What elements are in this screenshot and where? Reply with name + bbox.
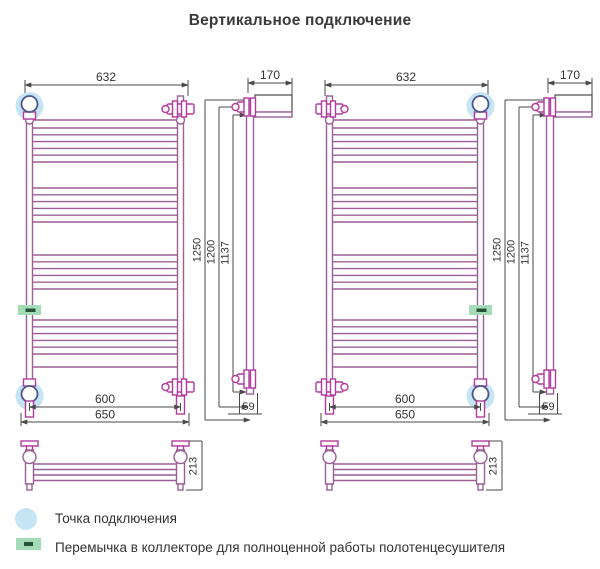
towel-rail-front-view [15,92,195,418]
dim-bottom-widths: 600 650 [20,392,190,426]
svg-text:1250: 1250 [192,238,204,262]
towel-rail-front-view [315,92,495,418]
svg-text:213: 213 [488,457,500,475]
svg-text:170: 170 [560,68,580,82]
svg-text:650: 650 [395,408,415,422]
side-view: 1250 1200 1137 170 59 [192,68,293,420]
svg-text:1137: 1137 [220,241,232,265]
svg-text:632: 632 [96,70,116,84]
svg-text:59: 59 [242,401,254,413]
dim-bottom-widths: 600 650 [320,392,490,426]
top-view: 213 [320,440,503,491]
connection-point-icon [15,508,37,530]
svg-text:600: 600 [95,392,115,406]
svg-text:632: 632 [396,70,416,84]
side-view: 1250 1200 1137 170 59 [492,68,593,420]
svg-text:59: 59 [542,401,554,413]
diagram-left-connection: 632 [15,68,300,491]
jumper-dash-icon [24,542,33,546]
valve-fitting-bottom [161,378,195,415]
valve-fitting-top [161,100,195,118]
svg-text:170: 170 [260,68,280,82]
dim-top-width: 632 [324,70,489,96]
jumper-marker [18,305,41,315]
jumper-icon [16,538,41,550]
svg-text:1200: 1200 [506,240,518,264]
valve-fitting-bottom [315,378,349,415]
legend-connection-point-label: Точка подключения [55,511,177,526]
page-title: Вертикальное подключение [188,12,412,29]
dim-top-width: 632 [24,70,189,96]
svg-text:213: 213 [188,457,200,475]
svg-text:1200: 1200 [206,240,218,264]
legend-jumper-label: Перемычка в коллекторе для полноценной р… [55,540,506,555]
diagram-right-connection: 632 [315,68,600,491]
valve-fitting-top [315,100,349,118]
svg-text:650: 650 [95,408,115,422]
svg-text:600: 600 [395,392,415,406]
svg-text:1250: 1250 [492,238,504,262]
jumper-marker [469,305,492,315]
svg-text:1137: 1137 [520,241,532,265]
top-view: 213 [20,440,203,491]
